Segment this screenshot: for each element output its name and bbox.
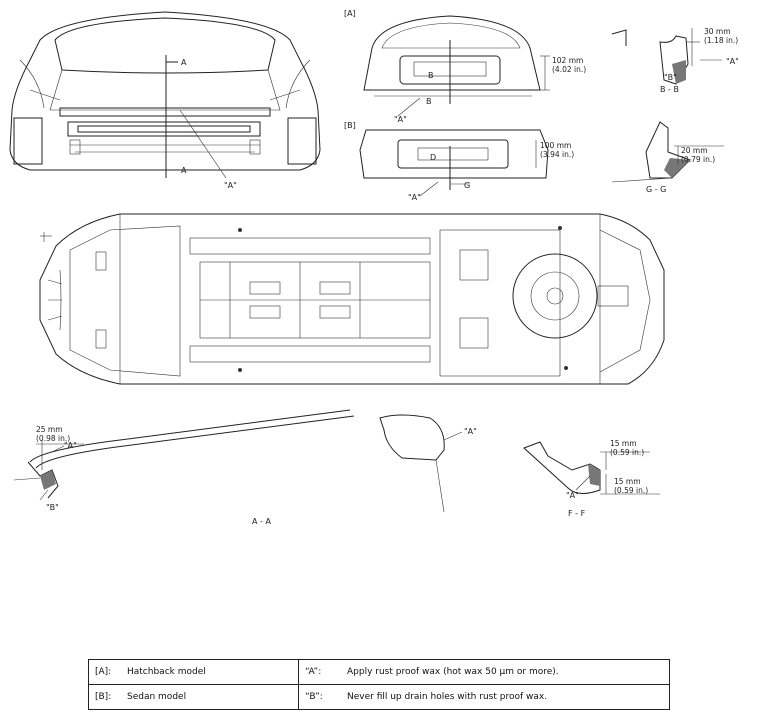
bb-dim-mm: 30 mm: [704, 27, 731, 36]
ff-dim1-mm: 15 mm: [610, 439, 637, 448]
legend-key-a: [A]:: [88, 659, 121, 685]
legend-value-b: Sedan model: [121, 684, 299, 710]
rust-proofing-diagram: A A "A" [A] B B "A" 102 mm (4.02 in.) 30…: [9, 9, 739, 526]
legend-table: [A]: Hatchback model “A”: Apply rust pro…: [88, 659, 670, 710]
bb-dim-in: (1.18 in.): [704, 36, 738, 45]
hatchback-rear-view: [A] B B "A" 102 mm (4.02 in.): [344, 9, 586, 124]
legend-key2-b: “B”:: [298, 684, 341, 710]
aa-dim-in: (0.98 in.): [36, 434, 70, 443]
callout-a-aa-right: "A": [464, 427, 477, 436]
section-mark-b-hatch-top: B: [428, 71, 434, 80]
section-title-bb: B - B: [660, 85, 679, 94]
sedan-dim-mm: 100 mm: [540, 141, 571, 150]
section-gg: 20 mm (0.79 in.) G - G: [611, 121, 724, 194]
sedan-dim-in: (3.94 in.): [540, 150, 574, 159]
legend-value2-b: Never fill up drain holes with rust proo…: [341, 684, 670, 710]
callout-a-front: "A": [224, 181, 237, 190]
legend-row-sedan: [B]: Sedan model “B”: Never fill up drai…: [88, 684, 670, 710]
hatch-dim-mm: 102 mm: [552, 56, 583, 65]
section-title-gg: G - G: [646, 185, 666, 194]
section-mark-b-hatch: B: [426, 97, 432, 106]
ff-dim1-in: (0.59 in.): [610, 448, 644, 457]
sedan-rear-view: [B] D G "A" 100 mm (3.94 in.): [344, 121, 574, 202]
sedan-tag: [B]: [344, 121, 356, 130]
callout-a-aa: "A": [64, 441, 77, 450]
callout-a-ff: "A": [566, 491, 579, 500]
callout-a-bb: "A": [726, 57, 739, 66]
front-view: A A "A": [9, 11, 321, 190]
section-title-ff: F - F: [568, 509, 586, 518]
aa-dim-mm: 25 mm: [36, 425, 63, 434]
section-ff: 15 mm (0.59 in.) 15 mm (0.59 in.) "A" F …: [523, 439, 660, 518]
gg-dim-in: (0.79 in.): [681, 155, 715, 164]
gg-dim-mm: 20 mm: [681, 146, 708, 155]
ff-dim2-in: (0.59 in.): [614, 486, 648, 495]
callout-a-hatch: "A": [394, 115, 407, 124]
section-mark-a-top: A: [181, 58, 187, 67]
section-bb: 30 mm (1.18 in.) "A" "B" B - B: [611, 27, 739, 94]
section-mark-g-sedan: G: [464, 181, 470, 190]
underbody-view: [39, 213, 665, 385]
callout-a-sedan: "A": [408, 193, 421, 202]
section-mark-a-bottom: A: [181, 166, 187, 175]
diagram-canvas: A A "A" [A] B B "A" 102 mm (4.02 in.) 30…: [9, 9, 739, 526]
callout-b-aa: "B": [46, 503, 59, 512]
legend-value-a: Hatchback model: [121, 659, 299, 685]
legend-key-b: [B]:: [88, 684, 121, 710]
legend-row-hatchback: [A]: Hatchback model “A”: Apply rust pro…: [88, 659, 670, 685]
hatchback-tag: [A]: [344, 9, 356, 18]
hatch-dim-in: (4.02 in.): [552, 65, 586, 74]
callout-b-bb: "B": [664, 73, 677, 82]
legend-value2-a: Apply rust proof wax (hot wax 50 µm or m…: [341, 659, 670, 685]
section-mark-d: D: [430, 153, 436, 162]
ff-dim2-mm: 15 mm: [614, 477, 641, 486]
legend-key2-a: “A”:: [298, 659, 341, 685]
section-aa: 25 mm (0.98 in.) "A" "B" "A" A - A: [13, 409, 477, 526]
section-title-aa: A - A: [252, 517, 271, 526]
